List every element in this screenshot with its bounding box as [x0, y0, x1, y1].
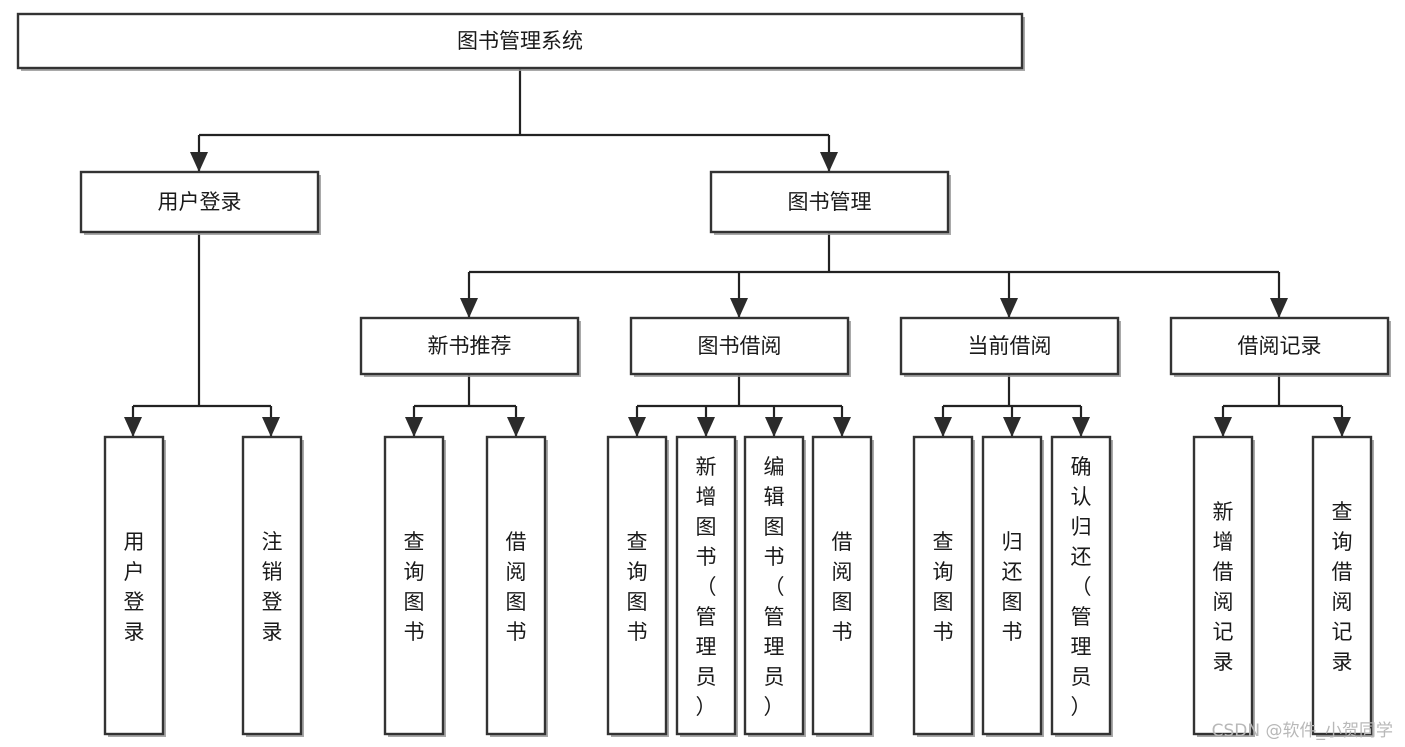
node-box-leaf-user-logout[interactable]: [241, 435, 303, 736]
node-label-leaf-query-borrow-record: 查询借阅记录: [1332, 500, 1353, 674]
arrow-head-icon: [1214, 417, 1232, 437]
node-root[interactable]: 图书管理系统: [16, 12, 1025, 71]
arrow-head-icon: [190, 152, 208, 172]
arrow-head-icon: [1003, 417, 1021, 437]
connector-group-userlogin-to-leaves: [124, 232, 280, 437]
node-box-leaf-borrow-book[interactable]: [811, 435, 873, 736]
boxes-layer: 图书管理系统用户登录图书管理新书推荐图书借阅当前借阅借阅记录用户登录注销登录查询…: [16, 12, 1391, 737]
node-leaf-borrow-book-rec[interactable]: 借阅图书: [485, 435, 548, 737]
node-box-leaf-add-book-admin[interactable]: [675, 435, 737, 736]
node-label-leaf-return-book: 归还图书: [1002, 530, 1023, 644]
node-box-current-borrow[interactable]: [899, 316, 1120, 376]
node-label-leaf-edit-book-admin: 编辑图书（管理员）: [764, 455, 785, 719]
node-new-book-recommend[interactable]: 新书推荐: [359, 316, 581, 377]
arrow-head-icon: [697, 417, 715, 437]
node-book-borrow[interactable]: 图书借阅: [629, 316, 851, 377]
node-box-leaf-return-book[interactable]: [981, 435, 1043, 736]
node-leaf-user-logout[interactable]: 注销登录: [241, 435, 304, 737]
connectors-layer: [124, 68, 1351, 437]
node-box-leaf-edit-book-admin[interactable]: [743, 435, 805, 736]
node-label-leaf-query-book-borrow: 查询图书: [627, 530, 648, 644]
node-label-user-login: 用户登录: [158, 190, 242, 214]
node-label-leaf-add-borrow-record: 新增借阅记录: [1213, 500, 1234, 674]
node-user-login[interactable]: 用户登录: [79, 170, 321, 235]
node-current-borrow[interactable]: 当前借阅: [899, 316, 1121, 377]
node-label-leaf-user-logout: 注销登录: [262, 530, 283, 644]
arrow-head-icon: [460, 298, 478, 318]
node-leaf-query-book-rec[interactable]: 查询图书: [383, 435, 446, 737]
node-box-leaf-borrow-book-rec[interactable]: [485, 435, 547, 736]
node-box-new-book-recommend[interactable]: [359, 316, 580, 376]
node-label-leaf-confirm-return-admin: 确认归还（管理员）: [1071, 455, 1092, 719]
node-leaf-query-book-current[interactable]: 查询图书: [912, 435, 975, 737]
node-box-leaf-query-borrow-record[interactable]: [1311, 435, 1373, 736]
node-leaf-query-borrow-record[interactable]: 查询借阅记录: [1311, 435, 1374, 737]
arrow-head-icon: [1000, 298, 1018, 318]
connector-group-booklevel2-to-level3: [460, 232, 1288, 318]
arrow-head-icon: [1333, 417, 1351, 437]
arrow-head-icon: [405, 417, 423, 437]
node-label-root: 图书管理系统: [457, 29, 583, 53]
arrow-head-icon: [833, 417, 851, 437]
node-leaf-return-book[interactable]: 归还图书: [981, 435, 1044, 737]
arrow-head-icon: [934, 417, 952, 437]
node-label-leaf-user-login: 用户登录: [124, 530, 145, 644]
node-label-leaf-borrow-book-rec: 借阅图书: [506, 530, 527, 644]
connector-group-record-to-leaves: [1214, 374, 1351, 437]
node-label-leaf-query-book-rec: 查询图书: [404, 530, 425, 644]
node-label-leaf-add-book-admin: 新增图书（管理员）: [696, 455, 717, 719]
arrow-head-icon: [507, 417, 525, 437]
node-leaf-edit-book-admin[interactable]: 编辑图书（管理员）: [743, 435, 806, 737]
arrow-head-icon: [124, 417, 142, 437]
node-box-book-borrow[interactable]: [629, 316, 850, 376]
node-box-user-login[interactable]: [79, 170, 320, 234]
arrow-head-icon: [628, 417, 646, 437]
arrow-head-icon: [262, 417, 280, 437]
node-box-leaf-query-book-rec[interactable]: [383, 435, 445, 736]
node-borrow-record[interactable]: 借阅记录: [1169, 316, 1391, 377]
node-label-book-manage: 图书管理: [788, 190, 872, 214]
node-book-manage[interactable]: 图书管理: [709, 170, 951, 235]
node-leaf-borrow-book[interactable]: 借阅图书: [811, 435, 874, 737]
node-label-new-book-recommend: 新书推荐: [428, 334, 512, 358]
node-leaf-add-book-admin[interactable]: 新增图书（管理员）: [675, 435, 738, 737]
node-box-leaf-add-borrow-record[interactable]: [1192, 435, 1254, 736]
connector-group-recommend-to-leaves: [405, 374, 525, 437]
node-label-current-borrow: 当前借阅: [968, 334, 1052, 358]
node-box-leaf-query-book-current[interactable]: [912, 435, 974, 736]
node-leaf-add-borrow-record[interactable]: 新增借阅记录: [1192, 435, 1255, 737]
node-box-leaf-confirm-return-admin[interactable]: [1050, 435, 1112, 736]
connector-group-borrow-to-leaves: [628, 374, 851, 437]
node-leaf-query-book-borrow[interactable]: 查询图书: [606, 435, 669, 737]
connector-group-root-to-level2: [190, 68, 838, 172]
node-box-borrow-record[interactable]: [1169, 316, 1390, 376]
connector-group-current-to-leaves: [934, 374, 1090, 437]
arrow-head-icon: [1270, 298, 1288, 318]
arrow-head-icon: [730, 298, 748, 318]
node-label-leaf-borrow-book: 借阅图书: [832, 530, 853, 644]
node-box-leaf-user-login[interactable]: [103, 435, 165, 736]
arrow-head-icon: [820, 152, 838, 172]
node-leaf-confirm-return-admin[interactable]: 确认归还（管理员）: [1050, 435, 1113, 737]
arrow-head-icon: [1072, 417, 1090, 437]
node-box-leaf-query-book-borrow[interactable]: [606, 435, 668, 736]
node-label-book-borrow: 图书借阅: [698, 334, 782, 358]
node-label-borrow-record: 借阅记录: [1238, 334, 1322, 358]
node-box-root[interactable]: [16, 12, 1024, 70]
node-label-leaf-query-book-current: 查询图书: [933, 530, 954, 644]
node-leaf-user-login[interactable]: 用户登录: [103, 435, 166, 737]
arrow-head-icon: [765, 417, 783, 437]
node-box-book-manage[interactable]: [709, 170, 950, 234]
